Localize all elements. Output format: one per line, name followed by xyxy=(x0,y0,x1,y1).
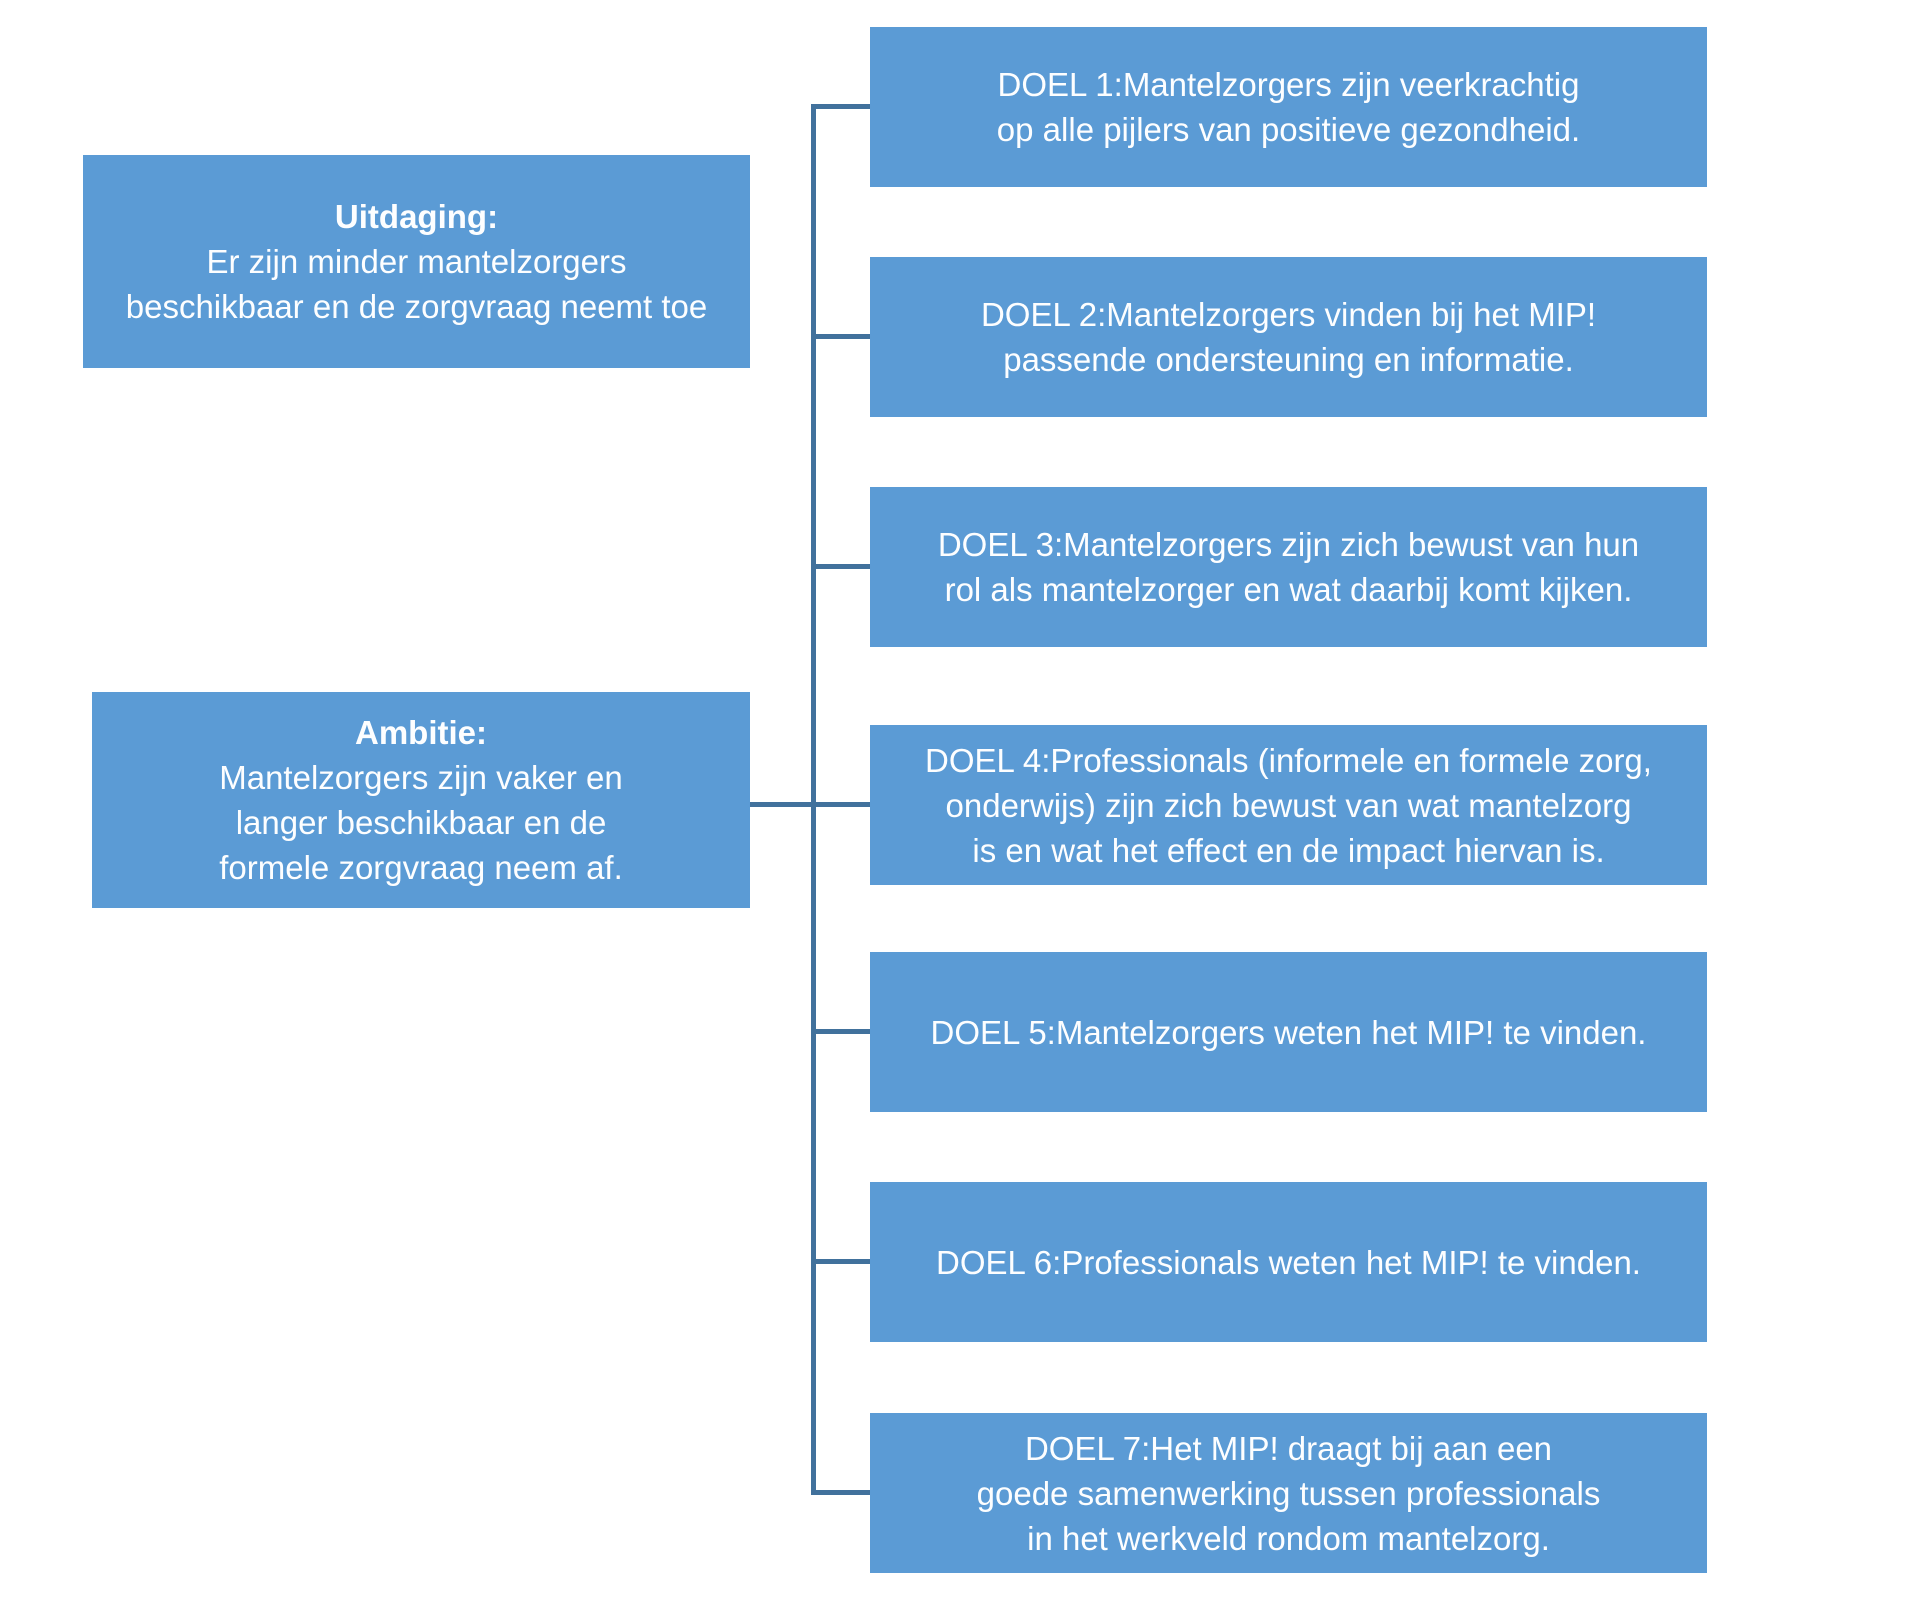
goal-text-doel-1: DOEL 1:Mantelzorgers zijn veerkrachtig o… xyxy=(996,66,1581,148)
goal-box-doel-2: DOEL 2:Mantelzorgers vinden bij het MIP!… xyxy=(870,257,1707,417)
goal-box-doel-6: DOEL 6:Professionals weten het MIP! te v… xyxy=(870,1182,1707,1342)
goal-text-doel-2: DOEL 2:Mantelzorgers vinden bij het MIP!… xyxy=(980,296,1597,378)
connector-ambition-link xyxy=(750,802,811,807)
ambition-box: Ambitie: Mantelzorgers zijn vaker en lan… xyxy=(92,692,750,908)
goal-box-doel-7: DOEL 7:Het MIP! draagt bij aan een goede… xyxy=(870,1413,1707,1573)
connector-stub-doel-3 xyxy=(811,564,870,569)
challenge-box: Uitdaging: Er zijn minder mantelzorgers … xyxy=(83,155,750,368)
goal-text-doel-6: DOEL 6:Professionals weten het MIP! te v… xyxy=(936,1243,1641,1281)
goal-text-doel-7: DOEL 7:Het MIP! draagt bij aan een goede… xyxy=(976,1429,1601,1557)
connector-stub-doel-2 xyxy=(811,334,870,339)
goal-box-doel-5: DOEL 5:Mantelzorgers weten het MIP! te v… xyxy=(870,952,1707,1112)
connector-stub-doel-6 xyxy=(811,1259,870,1264)
ambition-title: Ambitie: xyxy=(355,714,487,751)
goal-text-doel-3: DOEL 3:Mantelzorgers zijn zich bewust va… xyxy=(937,526,1640,608)
connector-stub-doel-4 xyxy=(811,802,870,807)
goal-box-doel-1: DOEL 1:Mantelzorgers zijn veerkrachtig o… xyxy=(870,27,1707,187)
goal-text-doel-4: DOEL 4:Professionals (informele en forme… xyxy=(925,741,1652,869)
connector-trunk xyxy=(811,105,816,1495)
goal-box-doel-3: DOEL 3:Mantelzorgers zijn zich bewust va… xyxy=(870,487,1707,647)
challenge-title: Uitdaging: xyxy=(334,198,499,235)
connector-stub-doel-7 xyxy=(811,1490,870,1495)
connector-stub-doel-1 xyxy=(811,104,870,109)
challenge-body: Er zijn minder mantelzorgers beschikbaar… xyxy=(125,243,708,325)
goal-text-doel-5: DOEL 5:Mantelzorgers weten het MIP! te v… xyxy=(930,1013,1647,1051)
connector-stub-doel-5 xyxy=(811,1029,870,1034)
ambition-body: Mantelzorgers zijn vaker en langer besch… xyxy=(219,759,623,886)
goal-box-doel-4: DOEL 4:Professionals (informele en forme… xyxy=(870,725,1707,885)
